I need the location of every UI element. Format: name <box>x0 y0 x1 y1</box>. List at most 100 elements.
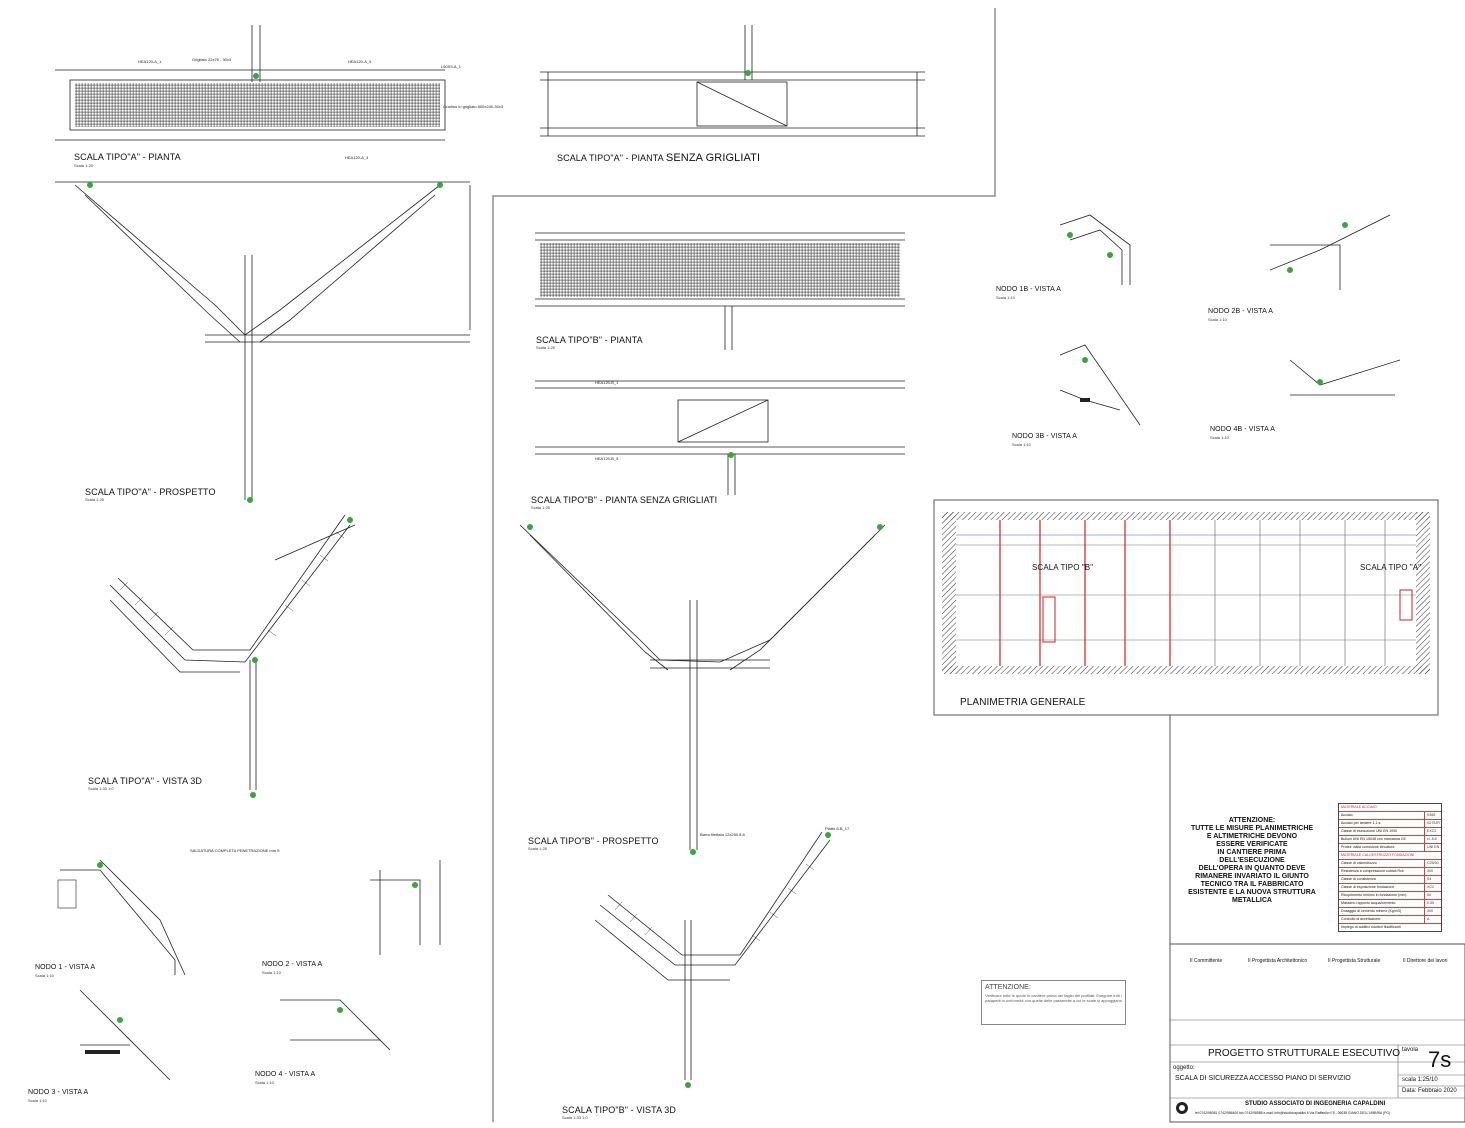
material-key: Controllo di accettazione <box>1339 916 1425 923</box>
nodo-4-scale: Scala 1:10 <box>255 1080 274 1085</box>
material-key: Resistenza a compressione cubica Rck <box>1339 868 1425 875</box>
scala-a-prospetto-scale: Scala 1:25 <box>85 497 104 502</box>
material-key: Acciaio <box>1339 812 1425 819</box>
studio-logo-icon <box>1176 1102 1188 1114</box>
material-key: Protez. dalla corrosione zincatura <box>1339 844 1425 851</box>
label-hea120-b5: HEA120-B_5 <box>595 456 619 461</box>
scala-b-3d-title: SCALA TIPO"B" - VISTA 3D <box>562 1105 676 1115</box>
attenzione-line: TECNICO TRA IL FABBRICATO <box>1200 881 1304 888</box>
material-key: Classe di calcestruzzo <box>1339 860 1425 867</box>
label-hea120-a5: HEA120-A_5 <box>348 59 372 64</box>
material-value: 50 <box>1427 893 1431 897</box>
nodo-2b-scale: Scala 1:10 <box>1208 317 1227 322</box>
studio-name: STUDIO ASSOCIATO DI INGEGNERIA CAPALDINI <box>1245 1101 1386 1107</box>
nodo-4-title: NODO 4 - VISTA A <box>255 1071 316 1078</box>
label-piatto: Piatto 8-B_17 <box>825 826 850 831</box>
material-key: Dosaggio di cemento minimo (Kg/m3) <box>1339 908 1425 915</box>
material-value: cl. 8.8 <box>1427 837 1437 841</box>
label-grigliato: Grigliato 22x76 - 30x3 <box>192 57 232 62</box>
attenzione-line: DELL'ESECUZIONE <box>1219 857 1285 864</box>
nodo-3b-scale: Scala 1:10 <box>1012 442 1031 447</box>
material-value: UNI EN 1461 <box>1427 845 1441 849</box>
attenzione-line: DELL'OPERA IN QUANTO DEVE <box>1198 865 1306 872</box>
note-box: ATTENZIONE: Verificare tutte le quote in… <box>981 980 1126 1025</box>
nodo-3-title: NODO 3 - VISTA A <box>28 1089 89 1096</box>
material-value: S275JR <box>1427 821 1440 825</box>
label-barra: Barra filettata 12x250 8.8 <box>700 832 745 837</box>
attenzione-line: ESSERE VERIFICATE <box>1216 841 1288 848</box>
scala-b-3d-scale: Scala 1:33 1:0 <box>562 1115 588 1120</box>
oggetto-label: oggetto: <box>1173 1065 1195 1071</box>
tavola-label: tavola <box>1402 1047 1419 1053</box>
oggetto-text: SCALA DI SICUREZZA ACCESSO PIANO DI SERV… <box>1175 1075 1351 1082</box>
nodo-3b-title: NODO 3B - VISTA A <box>1012 433 1077 440</box>
planimetria-label-b: SCALA TIPO "B" <box>1032 563 1094 572</box>
note-text: Verificare tutte le quote in cantiere pr… <box>985 993 1122 1003</box>
studio-info: tel 0742/98081 0742/986400 fax 0742/9808… <box>1195 1111 1391 1115</box>
label-gradino: Gradino in grigliato 800x240-30x3 <box>443 104 504 109</box>
attenzione-line: METALLICA <box>1232 897 1272 904</box>
materials-header: MATERIALE ACCIAIO <box>1341 805 1377 809</box>
scala-b-pianta-title: SCALA TIPO"B" - PIANTA <box>536 335 643 345</box>
scala-a-pianta-title: SCALA TIPO"A" - PIANTA <box>74 152 181 162</box>
material-key: Classe di esposizione fondazione <box>1339 884 1425 891</box>
tavola-number: 7s <box>1428 1047 1452 1072</box>
material-key: Ricoprimento minimo in fondazione (mm) <box>1339 892 1425 899</box>
label-hea120-a1: HEA120-A_1 <box>138 59 162 64</box>
attenzione-line: ATTENZIONE: <box>1228 817 1276 824</box>
material-key: Massimo rapporto acqua/cemento <box>1339 900 1425 907</box>
nodo-4b-title: NODO 4B - VISTA A <box>1210 426 1275 433</box>
material-value: S355 <box>1427 813 1436 817</box>
scala-a-3d-title: SCALA TIPO"A" - VISTA 3D <box>88 776 202 786</box>
label-l50x5-a1: L50X5-A_1 <box>441 64 462 69</box>
scala-a-senza-title-prefix: SCALA TIPO"A" - PIANTA <box>557 153 664 163</box>
scala-a-pianta-scale: Scala 1:25 <box>74 163 93 168</box>
nodo-3-scale: Scala 1:10 <box>28 1098 47 1103</box>
nodo-2-title: NODO 2 - VISTA A <box>262 961 323 968</box>
planimetria-label-a: SCALA TIPO "A" <box>1360 563 1422 572</box>
nodo-1b-scale: Scala 1:10 <box>996 295 1015 300</box>
label-saldatura: SALDATURA COMPLETA PENETRAZIONE mm 5 <box>190 848 280 853</box>
label-hea120-b1: HEA120-B_1 <box>595 380 619 385</box>
material-value: S4 <box>1427 877 1432 881</box>
nodo-1b-title: NODO 1B - VISTA A <box>996 286 1061 293</box>
scala-b-senza-title: SCALA TIPO"B" - PIANTA SENZA GRIGLIATI <box>531 495 718 505</box>
note-title: ATTENZIONE: <box>985 984 1031 991</box>
attenzione-line: ESISTENTE E LA NUOVA STRUTTURA <box>1188 889 1316 896</box>
scala-a-senza-title: SCALA TIPO"A" - PIANTA SENZA GRIGLIATI <box>557 152 760 164</box>
nodo-2-scale: Scala 1:10 <box>262 970 281 975</box>
material-key: Impiego di additivi riduttori fluidifica… <box>1341 925 1401 929</box>
scala-b-pianta-scale: Scala 1:25 <box>536 345 555 350</box>
nodo-4b-scale: Scala 1:10 <box>1210 435 1229 440</box>
material-key: Acciaio per lamiere 1.1.s. <box>1339 820 1425 827</box>
scala-a-prospetto-title: SCALA TIPO"A" - PROSPETTO <box>85 487 216 497</box>
material-value: EXC2 <box>1427 829 1437 833</box>
project-title: PROGETTO STRUTTURALE ESECUTIVO <box>1208 1048 1401 1059</box>
role-architettonico: Il Progettista Architettonico <box>1248 958 1308 964</box>
material-value: 300 <box>1427 909 1433 913</box>
material-value: A <box>1427 917 1430 921</box>
nodo-1-title: NODO 1 - VISTA A <box>35 964 96 971</box>
scala-a-senza-title-suffix: SENZA GRIGLIATI <box>665 152 761 164</box>
attenzione-line: E ALTIMETRICHE DEVONO <box>1206 833 1298 840</box>
label-hea120-a4: HEA120-A_4 <box>345 155 369 160</box>
material-key: Bulloni UNI EN 15048 con marcatura CE <box>1339 836 1425 843</box>
date-value: Data: Febbraio 2020 <box>1402 1088 1457 1094</box>
planimetria-title: PLANIMETRIA GENERALE <box>960 697 1086 708</box>
material-value: C25/30 <box>1427 861 1439 865</box>
attenzione-line: RIMANERE INVARIATO IL GIUNTO <box>1195 873 1309 880</box>
material-section: MATERIALE CALCESTRUZZO FONDAZIONI <box>1341 853 1415 857</box>
scale-value: scala 1:25/10 <box>1402 1077 1438 1083</box>
attenzione-line: IN CANTIERE PRIMA <box>1217 849 1287 856</box>
material-key: Classe di esecuzione UNI EN 1090 <box>1339 828 1425 835</box>
material-value: 0.55 <box>1427 901 1434 905</box>
material-key: Classe di consistenza <box>1339 876 1425 883</box>
attenzione-line: TUTTE LE MISURE PLANIMETRICHE <box>1190 825 1314 832</box>
material-value: XC2 <box>1427 885 1434 889</box>
nodo-2b-title: NODO 2B - VISTA A <box>1208 308 1273 315</box>
role-strutturale: Il Progettista Strutturale <box>1328 958 1381 964</box>
attenzione-notice: ATTENZIONE: TUTTE LE MISURE PLANIMETRICH… <box>1187 817 1317 905</box>
role-direttore: Il Direttore dei lavori <box>1403 958 1448 964</box>
